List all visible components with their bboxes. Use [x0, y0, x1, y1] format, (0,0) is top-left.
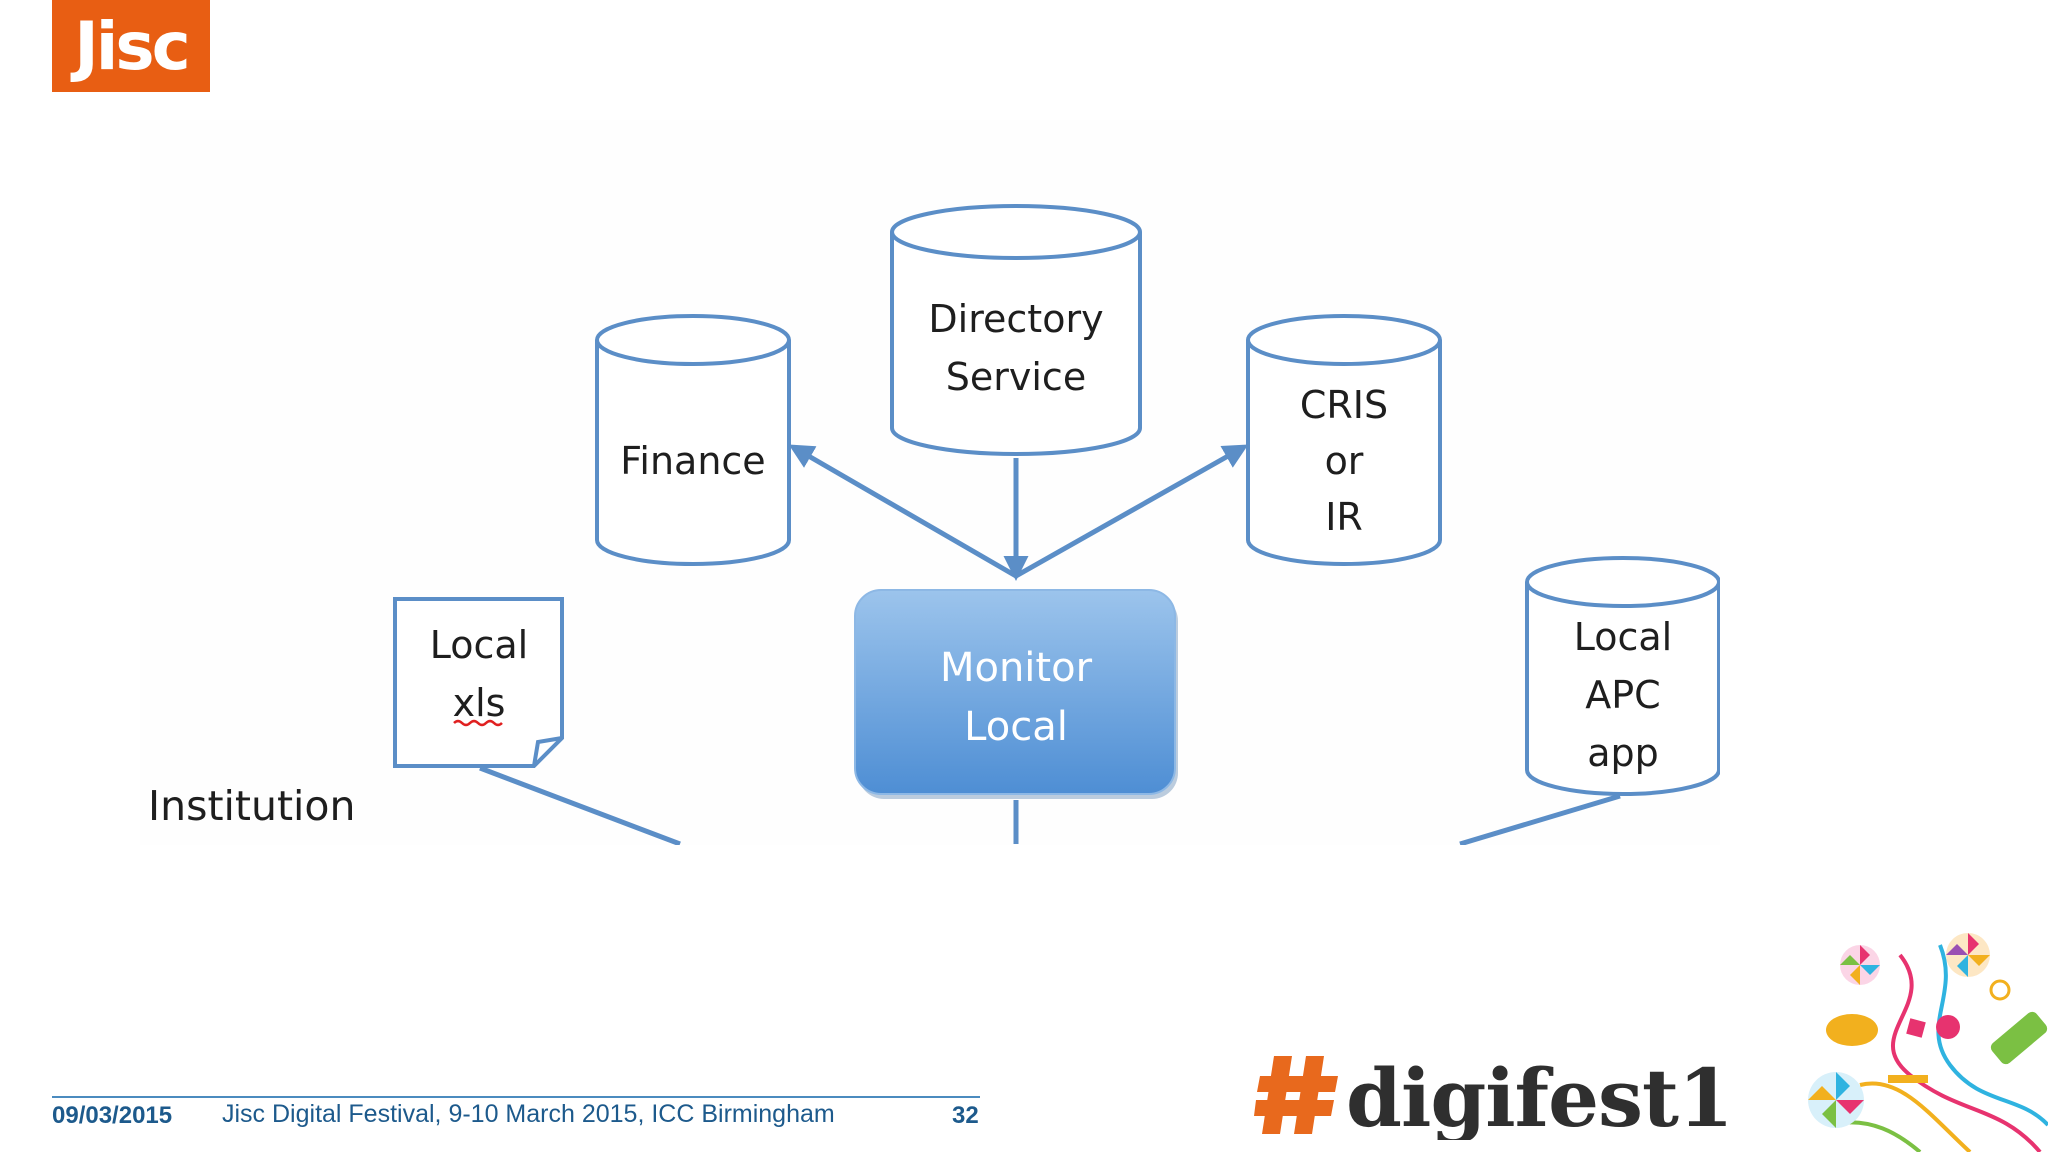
spellcheck-underline	[453, 719, 503, 727]
festival-decoration	[1808, 933, 2048, 1152]
bar-icon	[1888, 1075, 1928, 1083]
diagram-image: Directory Service Finance CRIS or IR Loc…	[140, 120, 1720, 845]
hash-icon	[1254, 1056, 1338, 1134]
sun-icon	[1989, 979, 2011, 1001]
arrow-monitor-finance	[788, 444, 1018, 579]
finance-label: Finance	[620, 439, 765, 483]
directory-label-1: Directory	[928, 297, 1103, 341]
apc-label-3: app	[1587, 731, 1659, 775]
jisc-logo: Jisc	[52, 0, 210, 92]
local-xls-doc: Local xls	[393, 597, 564, 768]
directory-label-2: Service	[946, 355, 1086, 399]
monitor-label-2: Local	[964, 704, 1068, 750]
xls-label-1: Local	[430, 623, 529, 667]
footer-event: Jisc Digital Festival, 9-10 March 2015, …	[222, 1100, 835, 1128]
pinwheel-icon	[1840, 945, 1880, 985]
arrow-monitor-cris	[1014, 444, 1249, 579]
badge-icon	[1826, 1014, 1878, 1046]
ticket-icon	[1990, 1011, 2048, 1065]
institution-label: Institution	[148, 782, 356, 830]
hashtag-text: digifest15	[1346, 1051, 1738, 1140]
page-number: 32	[952, 1102, 979, 1129]
local-apc-app-db: Local APC app	[1525, 556, 1720, 796]
cris-label-1: CRIS	[1300, 383, 1388, 427]
connectors	[479, 444, 1621, 845]
xls-label-2: xls	[453, 681, 506, 725]
cris-ir-db: CRIS or IR	[1246, 314, 1442, 566]
monitor-label-1: Monitor	[940, 645, 1093, 691]
footer-date: 09/03/2015	[52, 1102, 173, 1129]
footer-divider	[52, 1096, 980, 1098]
directory-service-db: Directory Service	[890, 204, 1142, 456]
apc-label-2: APC	[1585, 673, 1660, 717]
line-apc-down	[1459, 793, 1621, 845]
apc-label-1: Local	[1574, 615, 1673, 659]
digifest-hashtag-logo: digifest15	[1254, 1051, 1738, 1140]
pinwheel-icon-2	[1946, 933, 1990, 977]
cris-label-3: IR	[1325, 495, 1363, 539]
cris-label-2: or	[1325, 439, 1364, 483]
monitor-local-box: Monitor Local	[854, 589, 1178, 799]
sticker-icon	[1906, 1018, 1926, 1038]
architecture-diagram: Directory Service Finance CRIS or IR Loc…	[393, 204, 1720, 845]
pinwheel-icon-3	[1808, 1072, 1864, 1128]
smiley-icon	[1936, 1015, 1960, 1039]
line-xls-down	[479, 765, 681, 845]
finance-db: Finance	[595, 314, 791, 566]
